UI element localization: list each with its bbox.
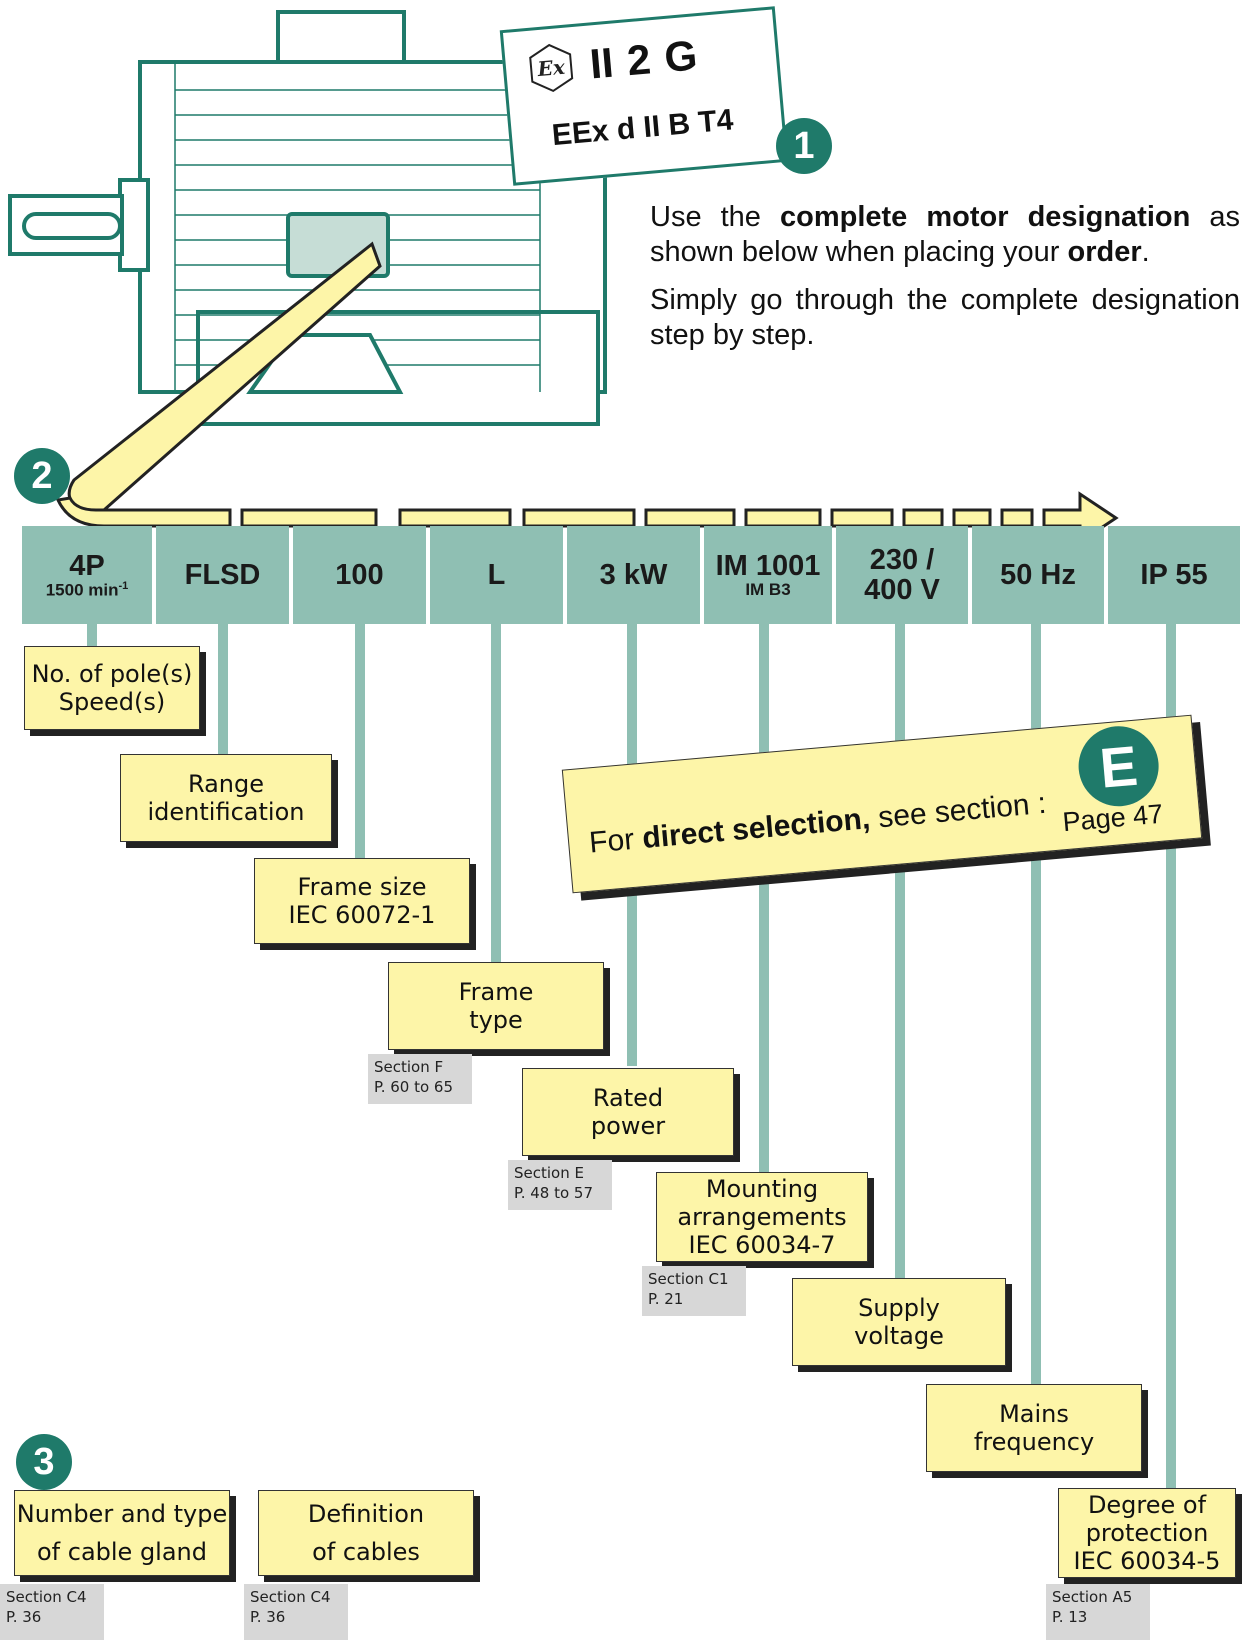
ref-cables: Section C4 P. 36 [244,1584,348,1640]
ref-mounting: Section C1 P. 21 [642,1266,746,1316]
ex-hexagon-icon: Ex [529,43,574,93]
intro-text: Use the complete motor designation as sh… [650,200,1240,366]
atex-atmosphere: G [662,31,700,81]
box-rated-power: Rated power [522,1068,734,1156]
direct-selection-text: For direct selection, see section : [587,786,1048,860]
box-mains: Mains frequency [926,1384,1142,1472]
step-badge-3: 3 [16,1434,72,1490]
connector-line-voltage [895,624,905,1282]
box-cable-gland: Number and type of cable gland [14,1490,230,1576]
direct-selection-callout: For direct selection, see section : E Pa… [561,714,1203,894]
connector-line-frame-size [355,624,365,860]
box-mounting: Mounting arrangements IEC 60034-7 [656,1172,868,1262]
box-protection: Degree of protection IEC 60034-5 [1058,1488,1236,1578]
box-range: Range identification [120,754,332,842]
designation-power: 3 kW [567,526,700,624]
designation-range: FLSD [156,526,289,624]
section-e-badge: E [1075,722,1162,810]
step-badge-2: 2 [14,448,70,504]
atex-marking-label: Ex II 2 G EEx d II B T4 [499,6,789,186]
designation-poles: 4P 1500 min-1 [22,526,152,624]
connector-line-protection [1166,624,1176,1488]
designation-protection: IP 55 [1108,526,1240,624]
designation-frame-type: L [430,526,563,624]
intro-paragraph-1: Use the complete motor designation as sh… [650,201,1240,269]
designation-voltage: 230 / 400 V [836,526,968,624]
atex-category: 2 [625,35,653,85]
box-cables: Definition of cables [258,1490,474,1576]
ref-frame-type: Section F P. 60 to 65 [368,1054,472,1104]
atex-marking-line1: Ex II 2 G [524,30,699,95]
direct-selection-page: Page 47 [1061,798,1165,838]
ref-protection: Section A5 P. 13 [1046,1584,1150,1640]
connector-line-range [218,624,228,754]
intro-paragraph-2: Simply go through the complete designati… [650,283,1240,352]
designation-frequency: 50 Hz [972,526,1104,624]
motor-endcap [118,178,150,272]
box-frame-size: Frame size IEC 60072-1 [254,858,470,944]
atex-group: II [587,38,616,88]
designation-frame-size: 100 [293,526,426,624]
ref-cable-gland: Section C4 P. 36 [0,1584,104,1640]
connector-line-mounting [759,624,769,1174]
connector-line-frequency [1031,624,1041,1388]
svg-text:Ex: Ex [536,55,567,81]
box-supply: Supply voltage [792,1278,1006,1366]
designation-mounting: IM 1001 IM B3 [704,526,832,624]
motor-terminal-box [276,10,406,64]
atex-marking-line2: EEx d II B T4 [550,103,735,153]
box-poles: No. of pole(s) Speed(s) [24,646,200,730]
box-frame-type: Frame type [388,962,604,1050]
connector-line-frame-type [491,624,501,964]
step-badge-1: 1 [776,118,832,174]
motor-drawing [8,10,1119,545]
ref-rated-power: Section E P. 48 to 57 [508,1160,612,1210]
connector-line-poles [87,624,97,646]
